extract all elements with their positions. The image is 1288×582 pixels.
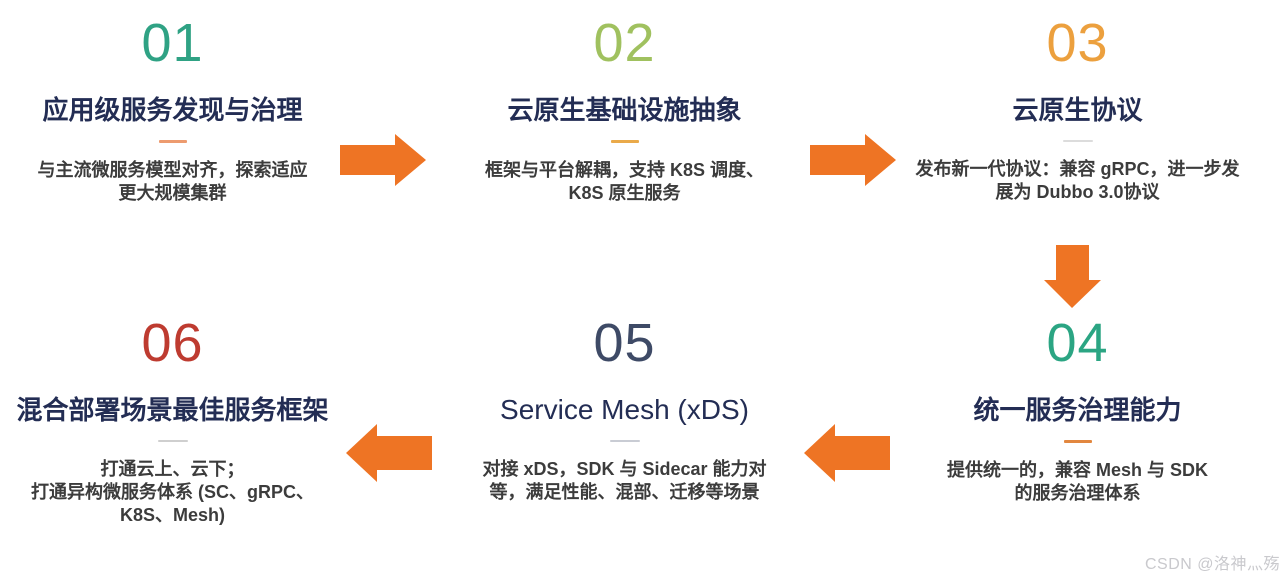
step-06-number: 06 xyxy=(141,313,204,373)
arrow-right-icon-step1-step2 xyxy=(340,134,426,186)
arrow-right-icon-step2-step3 xyxy=(810,134,896,186)
step-02-divider xyxy=(610,140,639,143)
step-03-divider xyxy=(1062,140,1093,142)
step-06-title: 混合部署场景最佳服务框架 xyxy=(16,395,329,425)
step-02-description: 框架与平台解耦，支持 K8S 调度、 K8S 原生服务 xyxy=(484,160,765,203)
step-03-title: 云原生协议 xyxy=(1012,95,1143,125)
step-05-title: Service Mesh (xDS) xyxy=(500,394,749,425)
step-01-title: 应用级服务发现与治理 xyxy=(42,95,303,125)
step-06: 06 混合部署场景最佳服务框架 打通云上、云下； 打通异构微服务体系 (SC、g… xyxy=(0,314,345,527)
arrow-down-icon-step3-step4 xyxy=(1044,245,1101,308)
step-06-divider xyxy=(157,440,188,442)
step-05: 05 Service Mesh (xDS) 对接 xDS，SDK 与 Sidec… xyxy=(452,314,797,504)
step-05-divider xyxy=(609,440,640,442)
step-04-number: 04 xyxy=(1046,313,1109,373)
arrow-left-icon-step4-step5 xyxy=(804,424,890,482)
step-01-divider xyxy=(158,140,187,143)
step-03-number: 03 xyxy=(1046,13,1109,73)
step-06-description: 打通云上、云下； 打通异构微服务体系 (SC、gRPC、 K8S、Mesh) xyxy=(31,459,314,525)
step-01-description: 与主流微服务模型对齐，探索适应 更大规模集群 xyxy=(37,160,308,203)
step-05-description: 对接 xDS，SDK 与 Sidecar 能力对 等，满足性能、混部、迁移等场景 xyxy=(482,459,767,502)
step-01: 01 应用级服务发现与治理 与主流微服务模型对齐，探索适应 更大规模集群 xyxy=(0,14,345,205)
step-04-description: 提供统一的，兼容 Mesh 与 SDK 的服务治理体系 xyxy=(946,460,1209,503)
step-02-title: 云原生基础设施抽象 xyxy=(507,95,742,125)
step-03: 03 云原生协议 发布新一代协议：兼容 gRPC，进一步发 展为 Dubbo 3… xyxy=(905,14,1250,204)
step-02-number: 02 xyxy=(593,13,656,73)
step-05-number: 05 xyxy=(593,313,656,373)
arrow-left-icon-step5-step6 xyxy=(346,424,432,482)
step-01-number: 01 xyxy=(141,13,204,73)
step-02: 02 云原生基础设施抽象 框架与平台解耦，支持 K8S 调度、 K8S 原生服务 xyxy=(452,14,797,205)
step-04-title: 统一服务治理能力 xyxy=(973,395,1182,425)
step-03-description: 发布新一代协议：兼容 gRPC，进一步发 展为 Dubbo 3.0协议 xyxy=(915,159,1240,202)
watermark: CSDN @洛神灬殇 xyxy=(1144,556,1280,573)
step-04-divider xyxy=(1063,440,1092,443)
step-04: 04 统一服务治理能力 提供统一的，兼容 Mesh 与 SDK 的服务治理体系 xyxy=(905,314,1250,505)
